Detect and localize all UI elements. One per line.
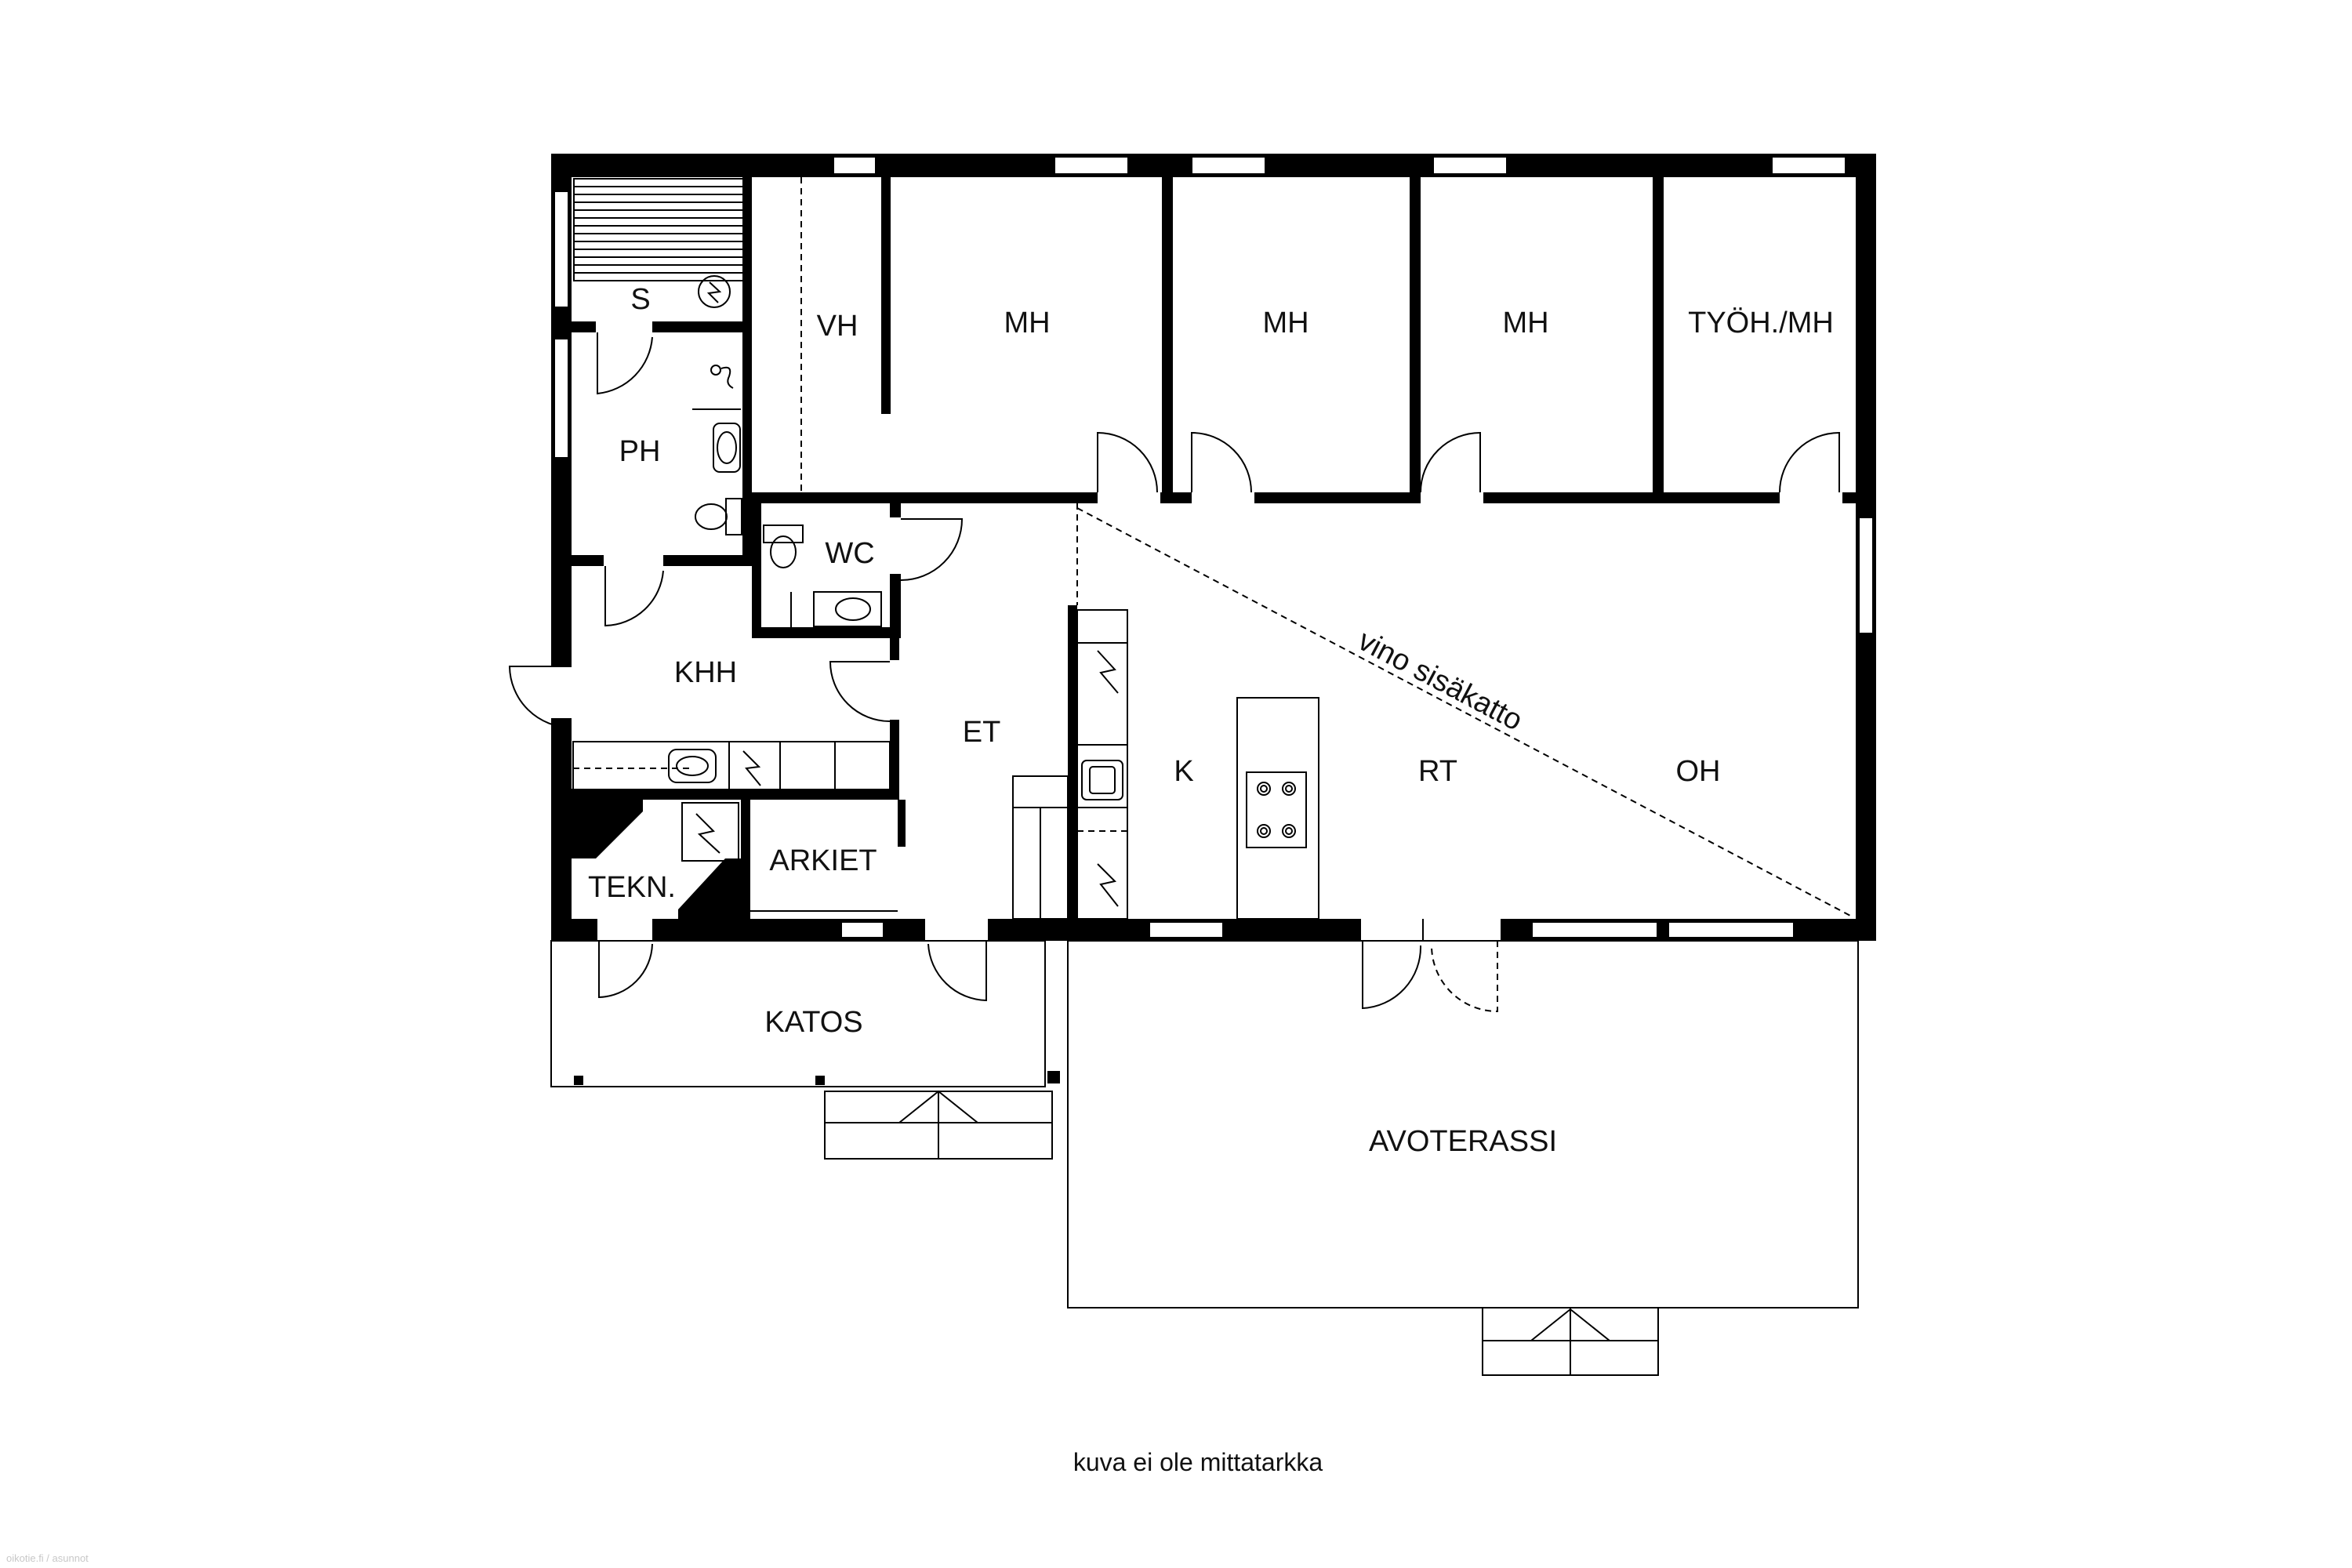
room-label-et: ET <box>963 716 1001 749</box>
room-label-tekn: TEKN. <box>588 871 676 904</box>
room-label-s: S <box>630 283 650 316</box>
interior-walls <box>572 177 1856 919</box>
room-label-oh: OH <box>1676 755 1721 788</box>
terrace-structure <box>1067 940 1859 1376</box>
room-label-mh-2: MH <box>1262 307 1308 339</box>
room-label-khh: KHH <box>674 656 737 689</box>
tech-room-fixtures <box>681 802 898 912</box>
sauna-fixtures <box>573 178 752 308</box>
ceiling-lines <box>800 177 1854 918</box>
sloped-ceiling-label: vino sisäkatto <box>1352 624 1527 738</box>
room-label-avoterassi: AVOTERASSI <box>1369 1125 1557 1158</box>
windows <box>554 156 1874 938</box>
kitchen-fixtures <box>1012 609 1319 920</box>
scale-note: kuva ei ole mittatarkka <box>1073 1448 1323 1476</box>
room-label-mh-3: MH <box>1502 307 1548 339</box>
room-label-arkiet: ARKIET <box>769 844 877 877</box>
room-label-rt: RT <box>1418 755 1457 788</box>
room-label-k: K <box>1174 755 1193 788</box>
watermark: oikotie.fi / asunnot <box>6 1552 89 1564</box>
room-label-ph: PH <box>619 435 661 468</box>
room-label-katos: KATOS <box>764 1006 862 1039</box>
room-label-mh-1: MH <box>1004 307 1050 339</box>
katos-structure <box>550 940 1060 1160</box>
room-label-tyoh-mh: TYÖH./MH <box>1688 307 1834 339</box>
room-labels: S VH MH MH MH TYÖH./MH PH WC KHH ET K RT… <box>588 283 1834 1158</box>
bathroom-fixtures <box>692 365 882 627</box>
utility-counter <box>572 741 891 791</box>
room-label-wc: WC <box>825 537 874 570</box>
room-label-vh: VH <box>817 310 858 343</box>
doors <box>508 321 1842 1013</box>
